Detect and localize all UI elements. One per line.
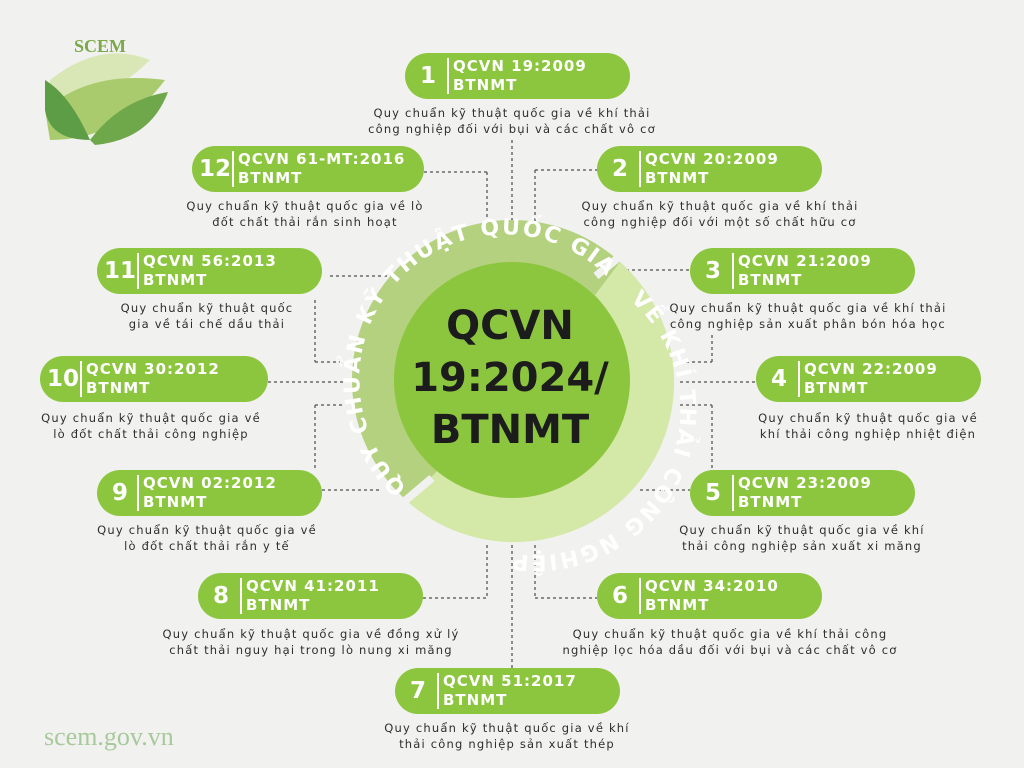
item-number: 2	[611, 156, 628, 182]
item-number: 7	[409, 678, 426, 704]
item-divider	[137, 475, 139, 511]
center-line-2: 19:2024/	[411, 355, 609, 401]
logo-graphic	[45, 53, 168, 145]
item-number: 6	[611, 583, 628, 609]
item-number: 5	[704, 480, 721, 506]
item-divider	[240, 578, 242, 614]
item-divider	[732, 253, 734, 289]
item-divider	[639, 578, 641, 614]
item-divider	[137, 253, 139, 289]
item-number: 9	[111, 480, 128, 506]
item-description-8: Quy chuẩn kỹ thuật quốc gia về đồng xử l…	[162, 627, 460, 657]
item-divider	[447, 58, 449, 94]
connector-lines	[268, 140, 760, 668]
item-number: 4	[770, 366, 787, 392]
item-divider	[437, 673, 439, 709]
item-number: 10	[46, 366, 79, 392]
item-number: 11	[103, 258, 136, 284]
item-number: 12	[198, 156, 231, 182]
item-number: 3	[704, 258, 721, 284]
item-number: 1	[419, 63, 436, 89]
item-divider	[732, 475, 734, 511]
item-divider	[80, 361, 82, 397]
item-number: 8	[212, 583, 229, 609]
center-line-1: QCVN	[446, 303, 574, 349]
item-divider	[639, 151, 641, 187]
center-title: QCVN 19:2024/ BTNMT	[410, 300, 610, 456]
site-url: scem.gov.vn	[44, 722, 174, 751]
item-description-6: Quy chuẩn kỹ thuật quốc gia về khí thải …	[562, 627, 898, 657]
logo: SCEM	[74, 36, 127, 56]
center-line-3: BTNMT	[430, 407, 590, 453]
item-divider	[798, 361, 800, 397]
item-divider	[232, 151, 234, 187]
